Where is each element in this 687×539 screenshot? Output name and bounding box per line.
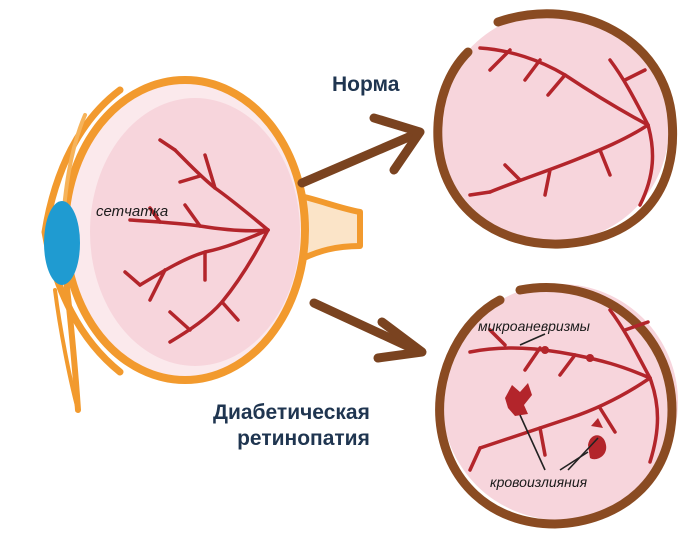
normal-label: Норма <box>332 73 399 97</box>
microaneurysms-label: микроаневризмы <box>478 318 590 334</box>
diabetic-label-line2: ретинопатия <box>213 426 370 452</box>
microaneurysm <box>541 346 549 354</box>
hemorrhages-label: кровоизлияния <box>490 474 587 490</box>
arrow-to-diabetic <box>314 303 422 358</box>
lens <box>44 201 80 285</box>
arrow-to-normal <box>302 118 420 183</box>
eyeball <box>44 80 360 410</box>
normal-fundus <box>438 12 673 244</box>
diabetic-retinopathy-label: Диабетическая ретинопатия <box>213 400 370 452</box>
retina-label: сетчатка <box>96 203 168 220</box>
diabetic-label-line1: Диабетическая <box>213 400 370 426</box>
microaneurysm <box>586 354 594 362</box>
